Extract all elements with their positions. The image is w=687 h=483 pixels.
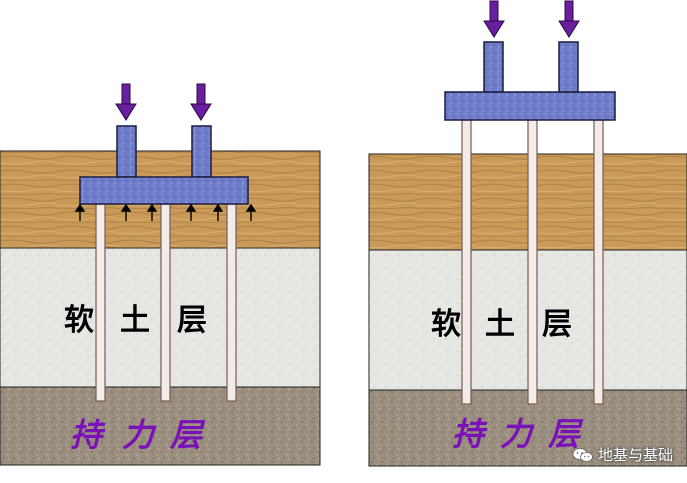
right-diagram: 软 土 层 持 力 层	[368, 0, 687, 467]
right-load-arrow-1	[483, 0, 505, 38]
right-bearing-char-1: 持	[452, 415, 488, 453]
left-load-arrow-2	[190, 83, 212, 121]
watermark-text: 地基与基础	[597, 446, 673, 464]
left-diagram: 软 土 层 持 力 层	[0, 83, 321, 466]
right-soft-char-3: 层	[542, 307, 572, 342]
left-soft-layer	[0, 247, 321, 388]
left-load-arrow-1	[115, 83, 137, 121]
left-soft-char-3: 层	[177, 303, 207, 338]
left-column-1	[116, 125, 137, 178]
right-column-1	[483, 41, 504, 93]
right-bearing-char-2: 力	[500, 415, 535, 453]
left-bearing-layer	[0, 386, 321, 466]
right-bearing-char-3: 层	[547, 415, 584, 453]
right-pile-cap	[444, 91, 616, 121]
left-bearing-char-2: 力	[122, 416, 157, 454]
left-bearing-char-1: 持	[70, 416, 106, 454]
left-pile-1	[95, 203, 106, 402]
left-soft-char-1: 软	[64, 303, 94, 338]
left-column-2	[191, 125, 212, 178]
left-soil-reaction-arrows	[74, 203, 257, 221]
left-bearing-char-3: 层	[169, 416, 206, 454]
left-soft-char-2: 土	[120, 303, 150, 338]
left-pile-cap	[79, 176, 249, 205]
right-soft-char-2: 土	[485, 307, 515, 342]
right-load-arrow-2	[558, 0, 580, 38]
left-pile-2	[160, 203, 171, 402]
right-soft-char-1: 软	[431, 307, 461, 342]
left-pile-3	[226, 203, 237, 402]
right-pile-3	[593, 119, 604, 405]
right-pile-1	[461, 119, 472, 405]
wechat-icon	[572, 447, 593, 462]
right-pile-2	[527, 119, 538, 405]
watermark: 地基与基础	[572, 444, 673, 465]
right-column-2	[558, 41, 579, 93]
